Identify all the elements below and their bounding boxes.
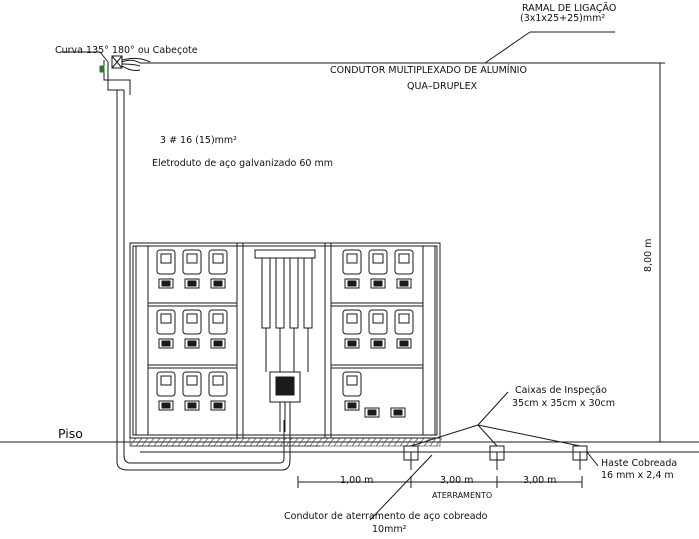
- energy-meter-icon: [182, 371, 202, 411]
- left-panel-shelves: [148, 302, 237, 369]
- breaker-block-icon: [364, 407, 380, 418]
- ground-level-line: [0, 441, 699, 453]
- piso-label: Piso: [58, 426, 83, 441]
- dimension-3: 3,00 m: [523, 475, 557, 486]
- energy-meter-icon: [368, 249, 388, 289]
- condutor-aterramento-label: Condutor de aterramento de aço cobreado: [284, 511, 488, 522]
- energy-meter-icon: [342, 309, 362, 349]
- caixas-title: Caixas de Inspeção: [515, 385, 607, 396]
- energy-meter-icon: [208, 371, 228, 411]
- eletroduto-label: Eletroduto de aço galvanizado 60 mm: [152, 158, 333, 169]
- ground-dimensions: [297, 454, 583, 521]
- caixas-size: 35cm x 35cm x 30cm: [512, 398, 616, 409]
- aterramento-label: ATERRAMENTO: [432, 491, 493, 500]
- busbar-section: [254, 249, 316, 432]
- right-panel-shelves: [331, 302, 423, 369]
- condutor-label: CONDUTOR MULTIPLEXADO DE ALUMÍNIO: [330, 65, 527, 76]
- energy-meter-icon: [208, 309, 228, 349]
- inspection-leaders: [410, 391, 599, 467]
- inspection-boxes: [403, 445, 588, 461]
- meter-group: [156, 249, 414, 418]
- condutor-aterramento-size: 10mm²: [372, 524, 407, 535]
- dimension-1: 1,00 m: [340, 475, 374, 486]
- height-dimension-line: [655, 62, 665, 443]
- energy-meter-icon: [182, 309, 202, 349]
- haste-title: Haste Cobreada: [601, 458, 678, 469]
- energy-meter-icon: [156, 249, 176, 289]
- energy-meter-icon: [208, 249, 228, 289]
- breaker-block-icon: [390, 407, 406, 418]
- fios-label: 3 # 16 (15)mm²: [160, 135, 237, 146]
- dimension-2: 3,00 m: [440, 475, 474, 486]
- energy-meter-icon: [182, 249, 202, 289]
- energy-meter-icon: [342, 371, 362, 411]
- quadruplex-label: QUA–DRUPLEX: [407, 81, 478, 92]
- ground-rods: [410, 452, 581, 470]
- energy-meter-icon: [342, 249, 362, 289]
- meter-cabinet: [129, 242, 441, 439]
- curva-label: Curva 135° 180° ou Cabeçote: [55, 45, 198, 56]
- energy-meter-icon: [394, 249, 414, 289]
- energy-meter-icon: [156, 309, 176, 349]
- ramal-title: RAMAL DE LIGAÇÃO: [522, 3, 617, 14]
- service-drop-line: [140, 31, 665, 64]
- energy-meter-icon: [156, 371, 176, 411]
- energy-meter-icon: [394, 309, 414, 349]
- ramal-spec: (3x1x25+25)mm²: [520, 13, 606, 24]
- vertical-conduit: [116, 90, 291, 471]
- conduit-head-icon: [60, 51, 151, 95]
- energy-meter-icon: [368, 309, 388, 349]
- altura-label: 8,00 m: [643, 238, 654, 272]
- haste-size: 16 mm x 2,4 m: [601, 470, 674, 481]
